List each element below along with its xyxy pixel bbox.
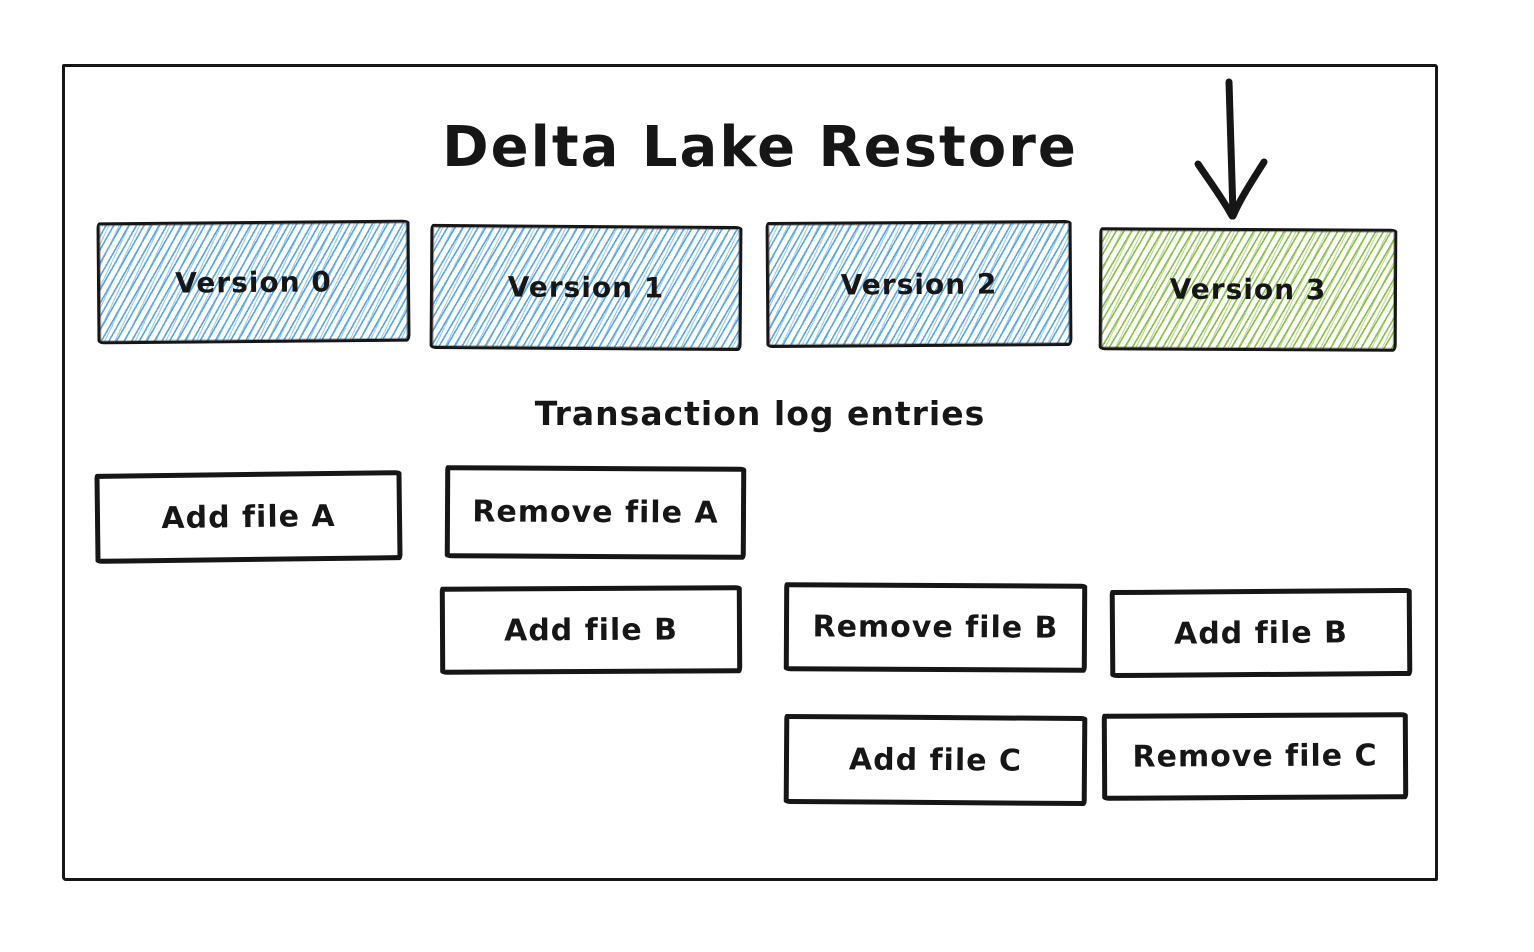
log-entry-label: Add file B (503, 612, 679, 648)
diagram-frame (62, 64, 1438, 881)
version-box-1: Version 1 (429, 223, 743, 352)
log-entry-remove-file-a: Remove file A (444, 465, 747, 560)
version-label: Version 0 (175, 264, 332, 300)
log-entry-remove-file-b: Remove file B (783, 582, 1088, 673)
log-entry-label: Add file B (1173, 614, 1349, 652)
log-entry-label: Remove file B (812, 609, 1059, 646)
log-entry-remove-file-c: Remove file C (1101, 712, 1409, 801)
log-entry-label: Remove file C (1132, 738, 1378, 775)
log-entry-add-file-a: Add file A (94, 470, 403, 564)
version-label: Version 2 (840, 266, 998, 302)
log-entry-label: Remove file A (472, 494, 719, 531)
version-box-0: Version 0 (96, 219, 411, 345)
diagram-title: Delta Lake Restore (442, 114, 1078, 180)
version-box-3: Version 3 (1098, 227, 1398, 352)
log-entry-add-file-c: Add file C (783, 713, 1088, 807)
log-entry-label: Add file A (161, 498, 336, 536)
log-entry-add-file-b-v3: Add file B (1109, 587, 1413, 679)
version-box-2: Version 2 (765, 219, 1073, 349)
log-entry-label: Add file C (848, 741, 1023, 779)
down-arrow-icon (1182, 76, 1292, 228)
transaction-log-label: Transaction log entries (534, 393, 986, 433)
log-entry-add-file-b-v1: Add file B (439, 585, 743, 675)
version-label: Version 1 (507, 270, 665, 305)
version-label: Version 3 (1169, 272, 1327, 307)
